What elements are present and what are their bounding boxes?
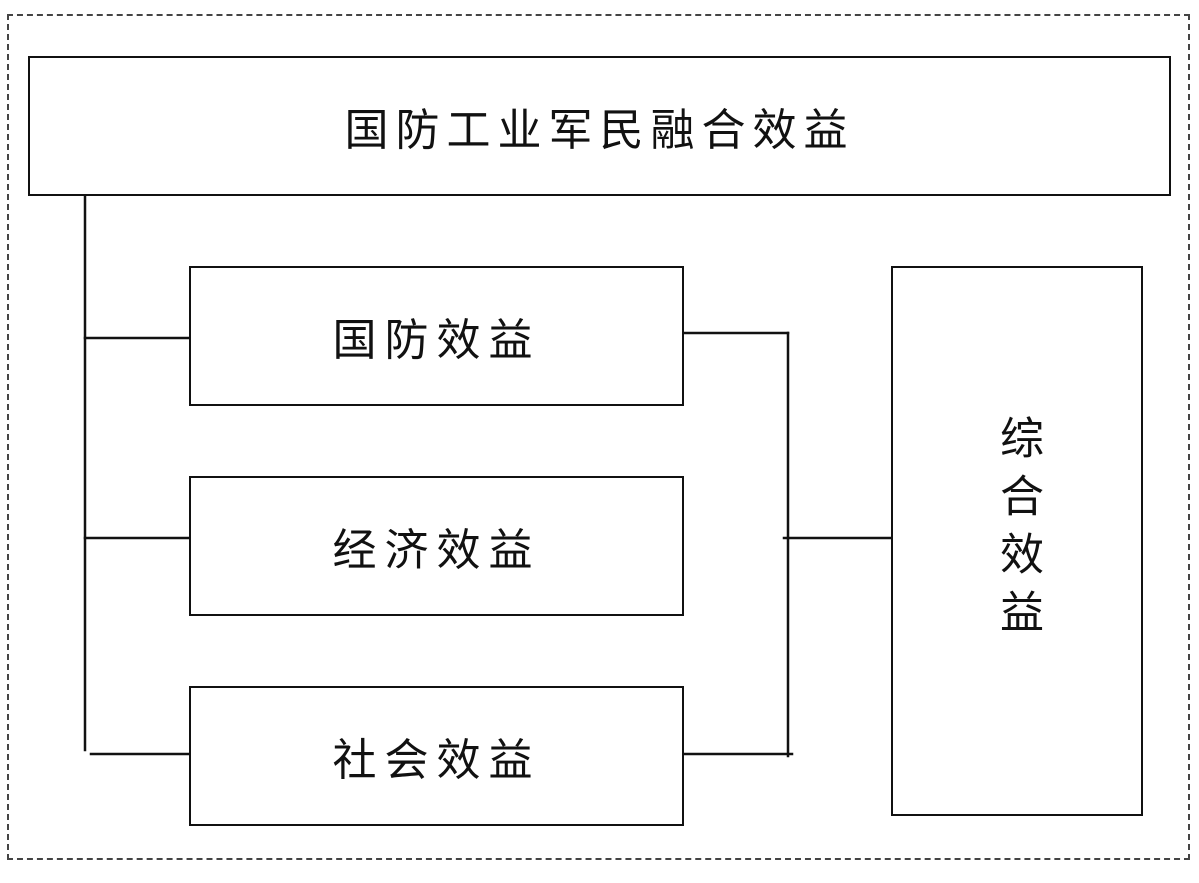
box-economic-benefits: 经济效益 xyxy=(189,476,684,616)
box-comprehensive-benefits: 综合效益 xyxy=(891,266,1143,816)
social-benefits-label: 社会效益 xyxy=(332,735,541,786)
top-box-integration-benefits: 国防工业军民融合效益 xyxy=(28,56,1171,196)
dashed-frame xyxy=(7,14,1190,860)
top-box-label: 国防工业军民融合效益 xyxy=(344,105,855,156)
box-social-benefits: 社会效益 xyxy=(189,686,684,826)
defense-benefits-label: 国防效益 xyxy=(332,315,541,366)
economic-benefits-label: 经济效益 xyxy=(332,525,541,576)
comprehensive-benefits-label: 综合效益 xyxy=(992,415,1043,647)
box-defense-benefits: 国防效益 xyxy=(189,266,684,406)
